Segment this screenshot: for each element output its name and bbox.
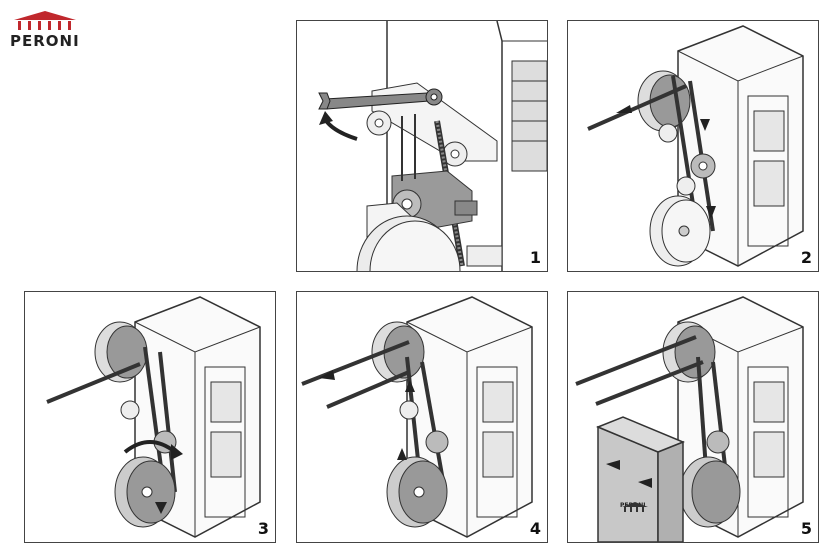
step-4-illustration [301, 296, 533, 538]
step-5-illustration [575, 296, 804, 542]
brand-name: PERONI [10, 32, 80, 50]
step-number: 2 [800, 248, 812, 267]
cover-logo-roof-icon [622, 502, 648, 512]
step-2-illustration [587, 25, 804, 267]
step-panel-2: 2 [567, 20, 819, 272]
step-number: 3 [257, 519, 269, 538]
step-3-illustration [46, 296, 261, 538]
step-number: 5 [800, 519, 812, 538]
step-panel-1: 1 [296, 20, 548, 272]
step-panel-5: PERONI 5 [567, 291, 819, 543]
cover-logo: PERONI [620, 502, 650, 512]
step-panel-4: 4 [296, 291, 548, 543]
brand-logo: PERONI [10, 10, 80, 50]
logo-roof-icon [14, 11, 76, 30]
step-1-illustration [318, 21, 547, 271]
step-number: 1 [529, 248, 541, 267]
step-number: 4 [529, 519, 541, 538]
step-panel-3: 3 [24, 291, 276, 543]
